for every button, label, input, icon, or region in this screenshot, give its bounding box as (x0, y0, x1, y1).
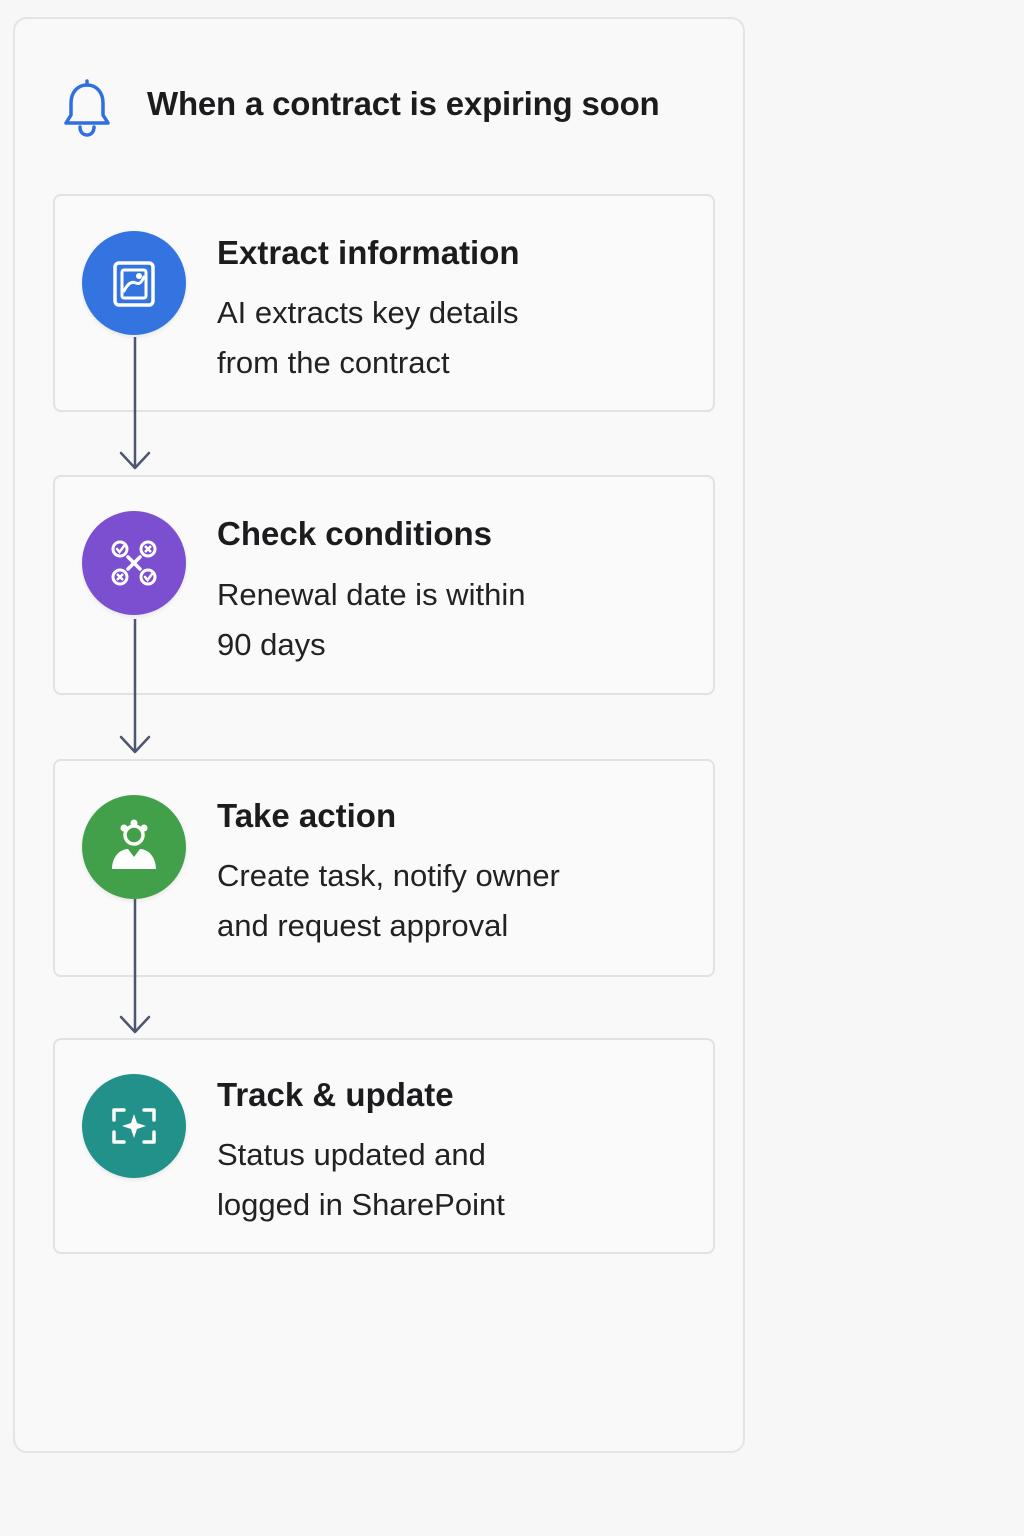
conditions-icon (111, 540, 157, 586)
document-extract-icon (113, 261, 155, 307)
step-description-line: Create task, notify owner (217, 858, 560, 893)
step-icon-circle (82, 1074, 186, 1178)
step-title: Track & update (217, 1076, 454, 1113)
sync-track-icon (112, 1108, 156, 1144)
step-description-line: Renewal date is within (217, 577, 526, 612)
step-description: Status updated and logged in SharePoint (217, 1130, 677, 1230)
person-action-icon (112, 819, 156, 869)
step-description: Create task, notify owner and request ap… (217, 851, 677, 951)
connector-arrow (119, 899, 151, 1034)
step-card-track: Track & update Status updated and logged… (53, 1038, 715, 1254)
step-card-extract: Extract information AI extracts key deta… (53, 194, 715, 412)
step-card-check: Check conditions Renewal date is within … (53, 475, 715, 695)
step-description-line: Status updated and (217, 1137, 486, 1172)
step-icon-circle (82, 511, 186, 615)
step-description-line: AI extracts key details (217, 295, 519, 330)
connector-arrow (119, 337, 151, 470)
step-title: Extract information (217, 234, 520, 271)
step-description-line: and request approval (217, 908, 509, 943)
step-title: Take action (217, 797, 397, 834)
step-title: Check conditions (217, 515, 493, 552)
workflow-title: When a contract is expiring soon (147, 85, 660, 122)
step-description: AI extracts key details from the contrac… (217, 288, 677, 388)
step-description-line: from the contract (217, 345, 450, 380)
step-description-line: 90 days (217, 627, 326, 662)
workflow-header: When a contract is expiring soon (15, 79, 747, 159)
step-icon-circle (82, 231, 186, 335)
connector-arrow (119, 619, 151, 754)
step-description: Renewal date is within 90 days (217, 570, 677, 670)
bell-icon (64, 79, 110, 137)
step-icon-circle (82, 795, 186, 899)
workflow-panel: When a contract is expiring soon Extract… (13, 17, 745, 1453)
step-description-line: logged in SharePoint (217, 1187, 505, 1222)
step-card-action: Take action Create task, notify owner an… (53, 759, 715, 977)
